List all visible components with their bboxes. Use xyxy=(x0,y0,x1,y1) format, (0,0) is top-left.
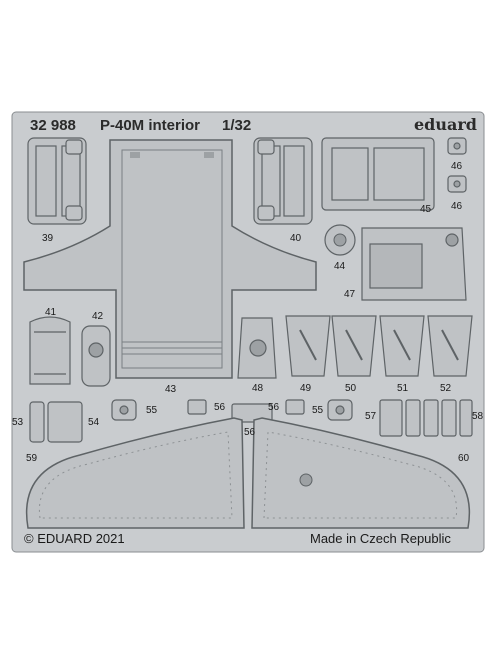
label-41: 41 xyxy=(45,307,57,318)
label-42: 42 xyxy=(92,311,104,322)
label-40: 40 xyxy=(290,233,302,244)
part-47 xyxy=(361,227,467,301)
part-57 xyxy=(379,399,403,437)
label-55-right: 55 xyxy=(312,405,324,416)
part-45 xyxy=(321,137,435,211)
part-49 xyxy=(285,315,331,377)
label-58: 58 xyxy=(472,411,484,422)
part-59 xyxy=(25,417,245,529)
label-48: 48 xyxy=(252,383,264,394)
part-44 xyxy=(324,224,356,256)
label-59: 59 xyxy=(26,453,38,464)
part-51 xyxy=(379,315,425,377)
label-45: 45 xyxy=(420,204,432,215)
label-55-left: 55 xyxy=(146,405,158,416)
label-46-lower: 46 xyxy=(451,201,463,212)
label-47: 47 xyxy=(344,289,356,300)
part-55-left xyxy=(111,399,137,421)
label-39: 39 xyxy=(42,233,54,244)
label-56-left: 56 xyxy=(214,402,226,413)
part-41 xyxy=(29,316,71,385)
part-39 xyxy=(27,137,87,225)
brand-logo: eduard xyxy=(414,115,477,134)
part-58 xyxy=(405,399,473,437)
part-54 xyxy=(47,401,83,443)
label-57: 57 xyxy=(365,411,377,422)
label-56-center: 56 xyxy=(244,427,256,438)
label-50: 50 xyxy=(345,383,357,394)
label-49: 49 xyxy=(300,383,312,394)
copyright-text: © EDUARD 2021 xyxy=(24,531,125,546)
catalog-number: 32 988 xyxy=(30,117,76,134)
origin-text: Made in Czech Republic xyxy=(310,531,451,546)
part-55-right xyxy=(327,399,353,421)
label-53: 53 xyxy=(12,417,24,428)
part-52 xyxy=(427,315,473,377)
label-60: 60 xyxy=(458,453,470,464)
label-52: 52 xyxy=(440,383,452,394)
label-56-right: 56 xyxy=(268,402,280,413)
part-42 xyxy=(81,325,111,387)
part-46-upper xyxy=(447,137,467,155)
label-51: 51 xyxy=(397,383,409,394)
part-60 xyxy=(251,417,471,529)
label-54: 54 xyxy=(88,417,100,428)
part-53 xyxy=(29,401,45,443)
label-46-upper: 46 xyxy=(451,161,463,172)
part-50 xyxy=(331,315,377,377)
part-40 xyxy=(253,137,313,225)
scale-label: 1/32 xyxy=(222,117,252,134)
label-44: 44 xyxy=(334,261,346,272)
part-46-lower xyxy=(447,175,467,193)
label-43: 43 xyxy=(165,384,177,395)
part-48 xyxy=(237,317,277,379)
kit-title: P-40M interior xyxy=(100,117,201,134)
part-43 xyxy=(23,139,317,379)
